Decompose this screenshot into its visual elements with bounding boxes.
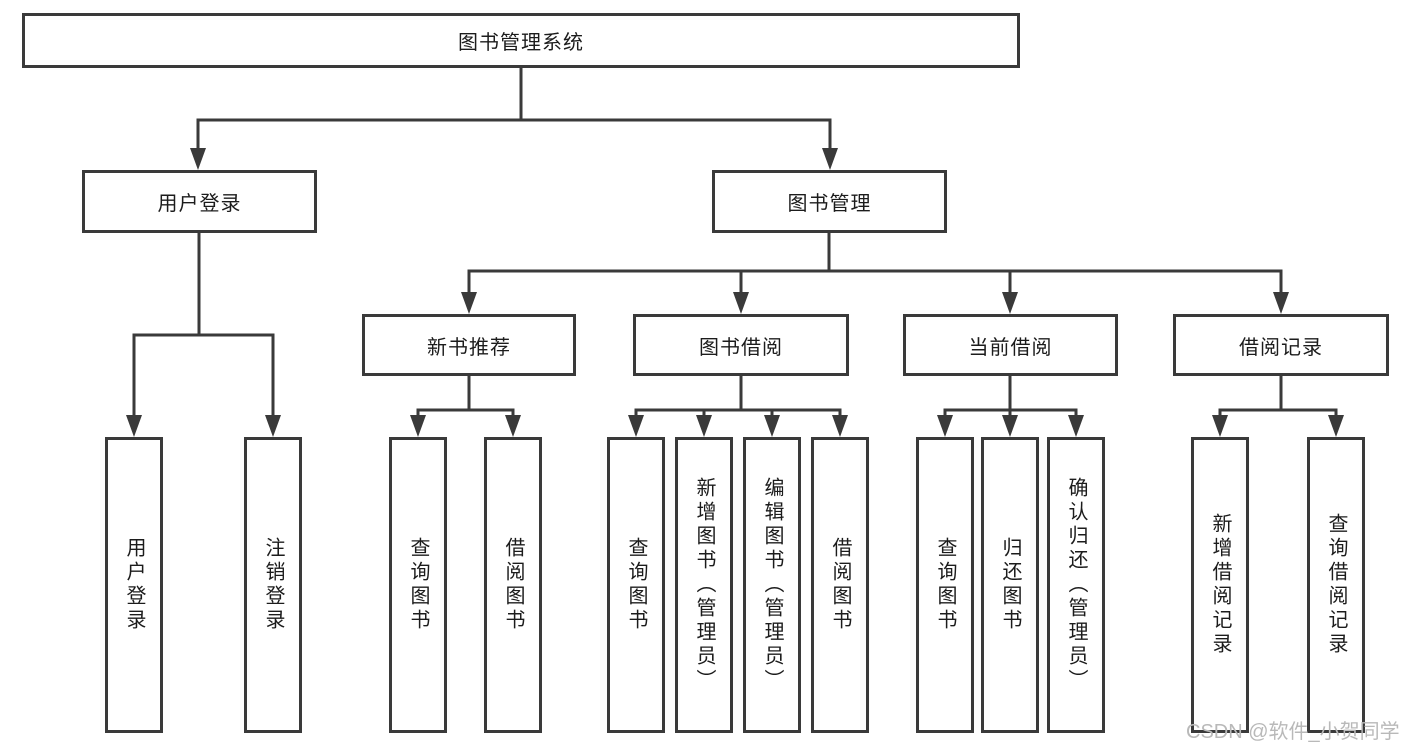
- node-root: 图书管理系统: [22, 13, 1020, 68]
- leaf-query-books-1: 查询图书: [389, 437, 447, 733]
- node-borrowing-records: 借阅记录: [1173, 314, 1389, 376]
- node-book-borrowing-label: 图书借阅: [699, 336, 783, 359]
- node-book-management-label: 图书管理: [787, 193, 872, 215]
- leaf-logout-label: 注销登录: [262, 537, 284, 633]
- leaf-logout: 注销登录: [244, 437, 302, 733]
- leaf-add-book-admin: 新增图书（管理员）: [675, 437, 733, 733]
- leaf-user-login-label: 用户登录: [123, 537, 145, 633]
- leaf-query-borrow-record-label: 查询借阅记录: [1325, 513, 1347, 657]
- node-current-borrowing: 当前借阅: [903, 314, 1118, 376]
- leaf-borrow-books-2-label: 借阅图书: [829, 537, 851, 633]
- leaf-confirm-return-admin-label: 确认归还（管理员）: [1065, 477, 1087, 693]
- leaf-user-login: 用户登录: [105, 437, 163, 733]
- watermark: CSDN @软件_小贺同学: [1186, 721, 1400, 743]
- node-root-label: 图书管理系统: [458, 32, 584, 54]
- node-user-login-label: 用户登录: [157, 193, 242, 215]
- leaf-edit-book-admin-label: 编辑图书（管理员）: [761, 477, 783, 693]
- arrowheads: [126, 148, 1344, 437]
- node-new-book-recommendation: 新书推荐: [362, 314, 576, 376]
- leaf-query-books-2: 查询图书: [607, 437, 665, 733]
- leaf-confirm-return-admin: 确认归还（管理员）: [1047, 437, 1105, 733]
- leaf-add-book-admin-label: 新增图书（管理员）: [693, 477, 715, 693]
- node-new-book-recommendation-label: 新书推荐: [427, 336, 511, 359]
- leaf-query-books-3-label: 查询图书: [934, 537, 956, 633]
- leaf-borrow-books-1-label: 借阅图书: [502, 537, 524, 633]
- leaf-edit-book-admin: 编辑图书（管理员）: [743, 437, 801, 733]
- node-user-login: 用户登录: [82, 170, 317, 233]
- leaf-query-borrow-record: 查询借阅记录: [1307, 437, 1365, 733]
- leaf-add-borrow-record: 新增借阅记录: [1191, 437, 1249, 733]
- leaf-add-borrow-record-label: 新增借阅记录: [1209, 513, 1231, 657]
- leaf-borrow-books-1: 借阅图书: [484, 437, 542, 733]
- node-borrowing-records-label: 借阅记录: [1239, 336, 1323, 359]
- leaf-query-books-3: 查询图书: [916, 437, 974, 733]
- leaf-query-books-2-label: 查询图书: [625, 537, 647, 633]
- node-book-management: 图书管理: [712, 170, 947, 233]
- node-current-borrowing-label: 当前借阅: [968, 336, 1053, 359]
- leaf-borrow-books-2: 借阅图书: [811, 437, 869, 733]
- node-book-borrowing: 图书借阅: [633, 314, 849, 376]
- leaf-return-books: 归还图书: [981, 437, 1039, 733]
- leaf-query-books-1-label: 查询图书: [407, 537, 429, 633]
- leaf-return-books-label: 归还图书: [999, 537, 1021, 633]
